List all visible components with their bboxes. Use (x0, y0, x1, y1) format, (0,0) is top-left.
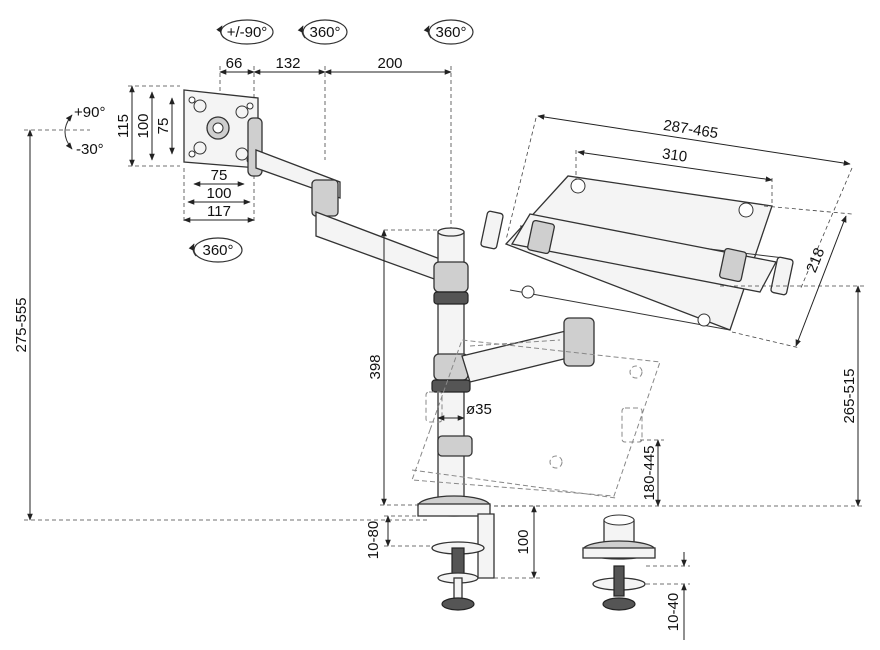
overall-height-dimension: 275-555 (13, 129, 430, 521)
vertical-pole (431, 227, 473, 515)
dim-287-465: 287-465 (662, 117, 719, 142)
tray-height-dimension: 265-515 (494, 285, 864, 507)
vesa-horizontal-dimensions: 75 100 117 (183, 167, 255, 223)
dim-100-horizontal: 100 (206, 185, 231, 202)
rotation-badge-swivel-a: 360° (297, 19, 348, 45)
dim-75-vertical: 75 (155, 118, 172, 135)
clamp-thickness-dimension: 10-80 (365, 515, 432, 559)
monitor-arm (247, 117, 449, 285)
dim-35: ø35 (466, 401, 492, 418)
dim-100-vertical: 100 (135, 113, 152, 138)
dim-132: 132 (275, 55, 300, 72)
vesa-vertical-dimensions: 115 100 75 (115, 85, 180, 167)
dim-310: 310 (661, 145, 688, 165)
rotation-label-swivel-b: 360° (435, 24, 466, 41)
dim-117: 117 (207, 203, 231, 220)
dim-10-80: 10-80 (365, 521, 382, 559)
pole-diameter-dimension: ø35 (437, 401, 492, 421)
dim-115: 115 (115, 114, 132, 138)
arm-height-dimension: 398 (367, 229, 440, 506)
dim-200: 200 (377, 55, 402, 72)
grommet-mount (582, 514, 656, 611)
rotation-badge-tilt: +/-90° (216, 19, 274, 45)
lower-tray-height-dimension: 180-445 (640, 439, 664, 507)
dim-10-40: 10-40 (665, 593, 682, 631)
dim-398: 398 (367, 354, 384, 379)
clamp-depth-dimension: 100 (494, 505, 540, 579)
rotation-badge-swivel-b: 360° (423, 19, 474, 45)
vesa-plate (183, 89, 259, 169)
tilt-down-label: -30° (76, 141, 104, 158)
tray-inner-width-dimension: 310 (575, 145, 773, 206)
rotation-label-swivel-bottom: 360° (202, 242, 233, 259)
top-dimension-chain: 66 132 200 (219, 55, 452, 230)
dim-265-515: 265-515 (841, 368, 858, 423)
laptop-arm (461, 317, 595, 383)
laptop-tray-upper (480, 175, 794, 331)
dim-66: 66 (226, 55, 243, 72)
grommet-thickness-dimension: 10-40 (646, 552, 690, 640)
rotation-badge-swivel-bottom: 360° (188, 237, 243, 263)
desk-clamp (417, 495, 495, 611)
rotation-label-swivel-a: 360° (309, 24, 340, 41)
tilt-up-label: +90° (74, 104, 105, 121)
rotation-label-tilt: +/-90° (227, 24, 268, 41)
tilt-indicator: +90° -30° (64, 104, 105, 158)
laptop-tray-lower-ghost (411, 339, 661, 499)
dim-180-445: 180-445 (641, 445, 658, 500)
dim-75-horizontal: 75 (211, 167, 228, 184)
dim-100-clamp: 100 (515, 529, 532, 554)
dim-275-555: 275-555 (13, 297, 30, 352)
